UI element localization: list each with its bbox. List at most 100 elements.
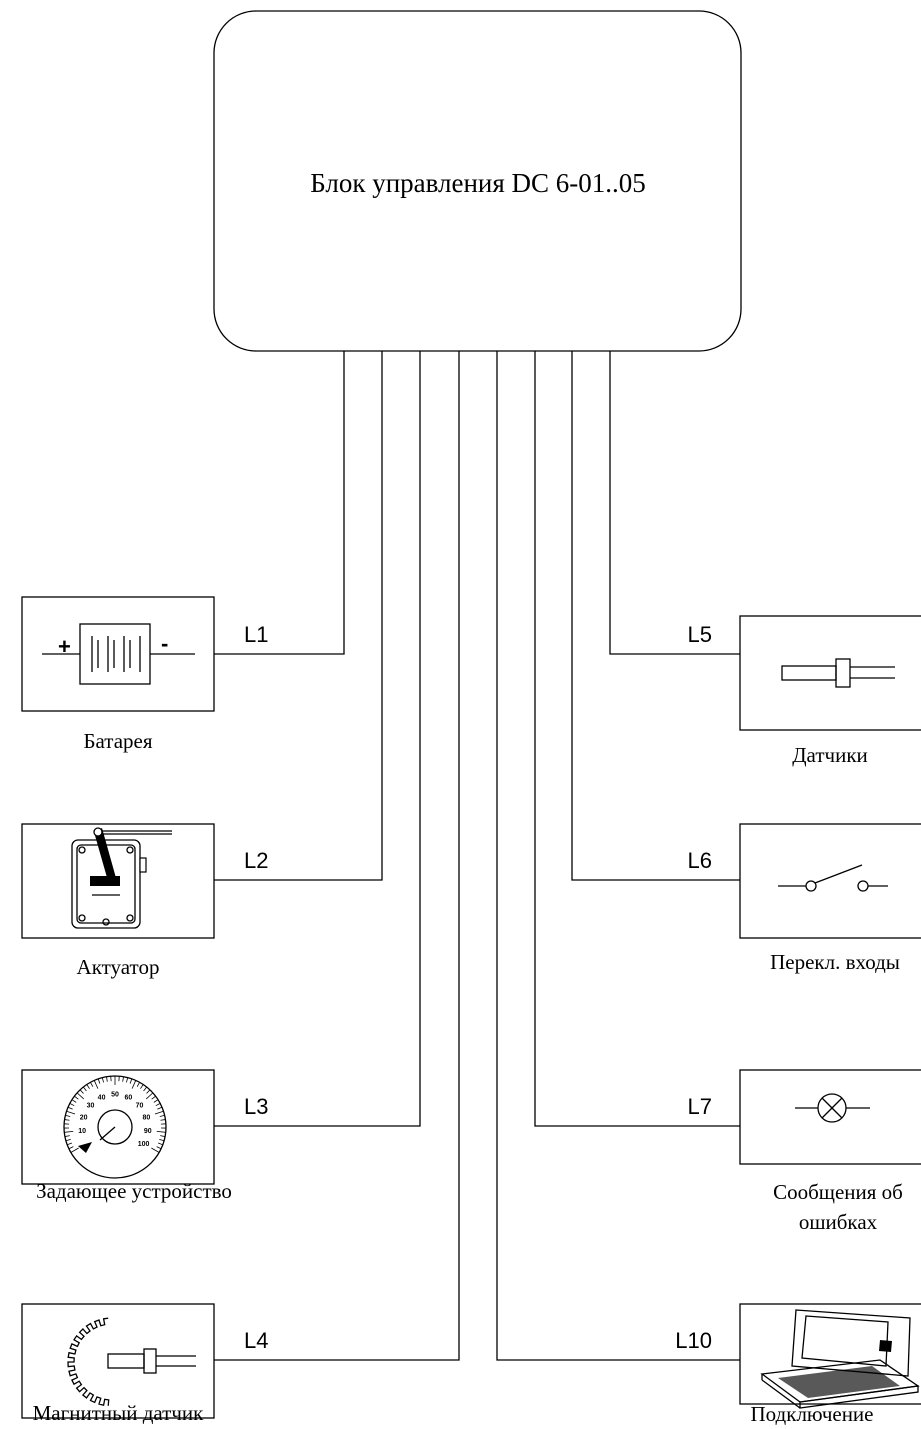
- dial-number: 100: [138, 1141, 150, 1148]
- dial-tick: [65, 1114, 71, 1117]
- device-connection: [739, 1303, 921, 1409]
- wire-l3: [214, 351, 421, 1127]
- device-switch-inputs: [739, 823, 921, 939]
- line-label-l5: L5: [688, 622, 712, 647]
- dial-tick: [154, 1110, 164, 1115]
- switch-icon: [778, 864, 888, 892]
- dial-tick: [74, 1095, 79, 1100]
- wire-l7: [534, 351, 740, 1127]
- dial-tick: [156, 1146, 162, 1150]
- line-label-l3: L3: [244, 1094, 268, 1119]
- dial-tick: [69, 1103, 75, 1107]
- caption-error-messages-line1: Сообщения об: [773, 1180, 903, 1204]
- caption-sensors: Датчики: [792, 743, 868, 767]
- wire-l4: [214, 351, 460, 1361]
- caption-setpoint: Задающее устройство: [36, 1179, 232, 1203]
- caption-switch-inputs: Перекл. входы: [770, 950, 900, 974]
- dial-number: 10: [78, 1128, 86, 1135]
- dial-tick: [68, 1146, 74, 1150]
- battery-icon: + -: [42, 623, 195, 685]
- dial-number: 70: [136, 1102, 144, 1109]
- dial-tick: [76, 1092, 85, 1100]
- dial-tick: [151, 1147, 160, 1153]
- dial-number: 90: [144, 1128, 152, 1135]
- dial-tick: [146, 1089, 151, 1094]
- dial-tick: [159, 1114, 165, 1117]
- dial-tick: [86, 1084, 90, 1089]
- control-unit-title: Блок управления DC 6-01..05: [310, 168, 646, 198]
- dial-tick: [64, 1135, 70, 1137]
- dial-tick: [122, 1076, 124, 1082]
- wires: [214, 351, 740, 1361]
- dial-tick: [136, 1082, 140, 1087]
- device-sensors: [739, 615, 921, 731]
- wire-l5: [609, 351, 740, 655]
- dial-tick: [143, 1086, 147, 1092]
- wire-l1: [214, 351, 345, 655]
- dial-tick: [90, 1082, 94, 1087]
- dial-number: 60: [125, 1094, 133, 1101]
- dial-tick: [67, 1106, 73, 1110]
- dial-tick: [157, 1142, 163, 1146]
- dial-tick: [131, 1080, 137, 1089]
- dial-number: 30: [87, 1102, 95, 1109]
- line-label-l1: L1: [244, 622, 268, 647]
- dial-tick: [71, 1099, 77, 1103]
- magnetic-sensor-icon: [67, 1317, 196, 1407]
- dial-tick: [126, 1077, 129, 1083]
- dial-tick: [106, 1076, 108, 1082]
- control-unit: Блок управления DC 6-01..05: [213, 10, 742, 352]
- dial-tick: [145, 1092, 154, 1100]
- dial-tick: [97, 1078, 101, 1084]
- battery-minus-sign: -: [161, 631, 168, 656]
- dial-number: 20: [80, 1114, 88, 1121]
- dial-tick: [140, 1084, 144, 1089]
- dial-number: 50: [111, 1092, 119, 1099]
- sensor-icon: [781, 658, 895, 688]
- dial-tick: [66, 1110, 76, 1115]
- wire-l10: [496, 351, 740, 1361]
- dial-tick: [151, 1095, 156, 1100]
- wire-l6: [571, 351, 740, 881]
- line-label-l10: L10: [675, 1328, 712, 1353]
- caption-connection: Подключение: [751, 1402, 874, 1426]
- magnetic-sensor-box: [21, 1303, 215, 1419]
- lamp-icon: [795, 1093, 870, 1123]
- dial-tick: [83, 1086, 87, 1092]
- dial-tick: [159, 1138, 165, 1142]
- sensors-box: [739, 615, 921, 731]
- line-label-l2: L2: [244, 848, 268, 873]
- dial-tick: [79, 1089, 84, 1094]
- dial-tick: [67, 1142, 73, 1146]
- wire-l2: [214, 351, 383, 881]
- dial-tick: [157, 1106, 163, 1110]
- dial-tick: [93, 1080, 99, 1089]
- control-unit-box: [213, 10, 742, 352]
- setpoint-box: [21, 1069, 215, 1185]
- line-label-l6: L6: [688, 848, 712, 873]
- caption-magnetic-sensor: Магнитный датчик: [33, 1401, 205, 1425]
- gear-teeth: [67, 1317, 110, 1407]
- laptop-icon: [760, 1309, 920, 1409]
- dial-tick: [70, 1147, 79, 1153]
- line-label-l7: L7: [688, 1094, 712, 1119]
- dial-tick: [156, 1130, 166, 1133]
- switch-box: [739, 823, 921, 939]
- lamp-box: [739, 1069, 921, 1165]
- dial-tick: [101, 1077, 104, 1083]
- device-battery: + -: [21, 596, 215, 712]
- caption-actuator: Актуатор: [77, 955, 160, 979]
- dial-tick: [160, 1135, 166, 1137]
- device-magnetic-sensor: [21, 1303, 215, 1419]
- dial-tick: [129, 1078, 133, 1084]
- dial-number: 40: [98, 1094, 106, 1101]
- dial-number: 80: [142, 1114, 150, 1121]
- caption-error-messages-line2: ошибках: [799, 1210, 878, 1234]
- dial-tick: [160, 1119, 166, 1121]
- dial-tick: [153, 1099, 159, 1103]
- battery-plus-sign: +: [58, 634, 71, 659]
- dial-tick: [65, 1138, 71, 1142]
- device-actuator: [21, 823, 215, 939]
